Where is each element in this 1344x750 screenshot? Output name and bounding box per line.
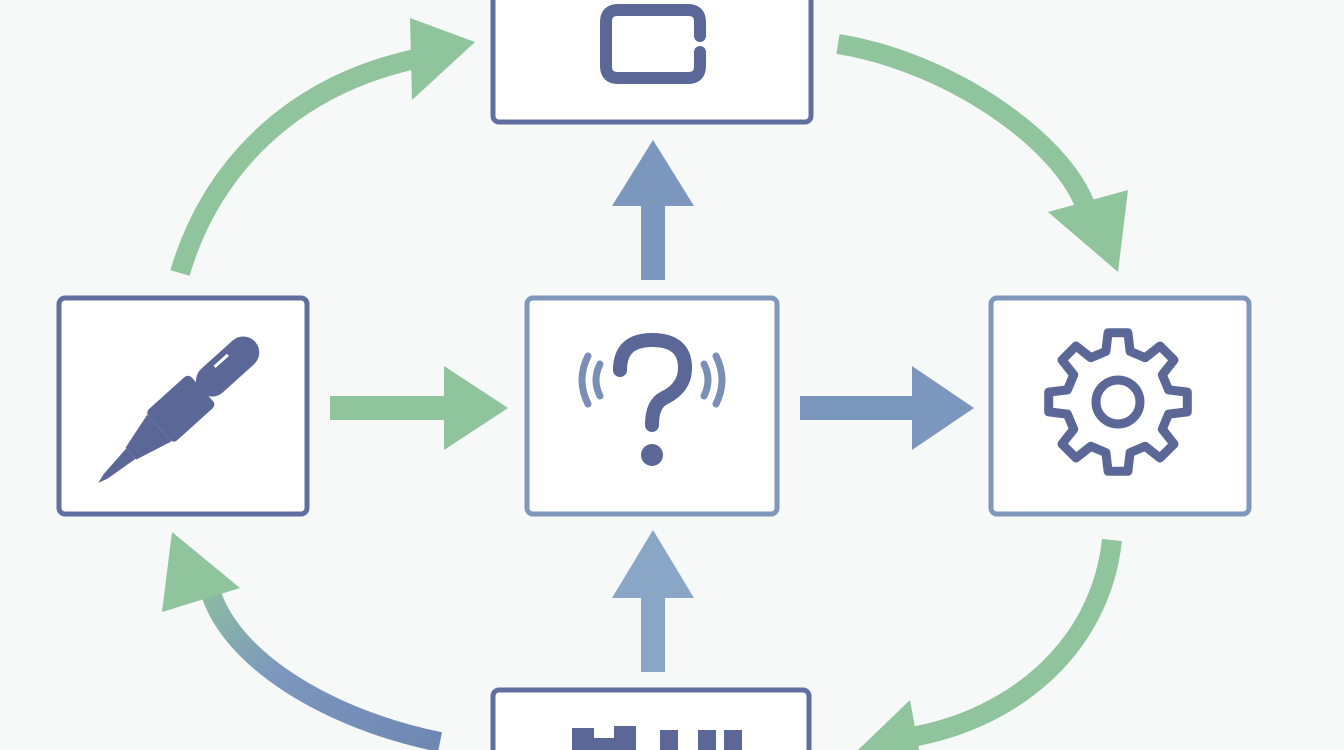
gear-hub (1091, 375, 1145, 429)
arrow-top-to-right (836, 34, 1128, 272)
arrow-bottom-to-left (162, 532, 442, 750)
node-bottom (490, 687, 812, 750)
arrow-right-to-bottom (858, 538, 1122, 750)
arrow-center-to-right (800, 366, 974, 450)
node-center (524, 295, 780, 517)
question-signal-icon (578, 332, 726, 466)
arrow-left-to-top (170, 18, 475, 276)
arrow-center-to-top (612, 140, 694, 280)
bar-chart-icon (572, 726, 742, 750)
arrow-left-to-center (330, 366, 508, 450)
node-top (490, 0, 814, 125)
node-left (56, 295, 310, 517)
node-right (988, 295, 1252, 517)
gear-teeth-outline (1044, 328, 1192, 476)
card-icon (600, 4, 706, 84)
arrow-bottom-to-center (612, 530, 694, 672)
pen-icon (98, 336, 260, 483)
gear-icon (1044, 328, 1192, 476)
